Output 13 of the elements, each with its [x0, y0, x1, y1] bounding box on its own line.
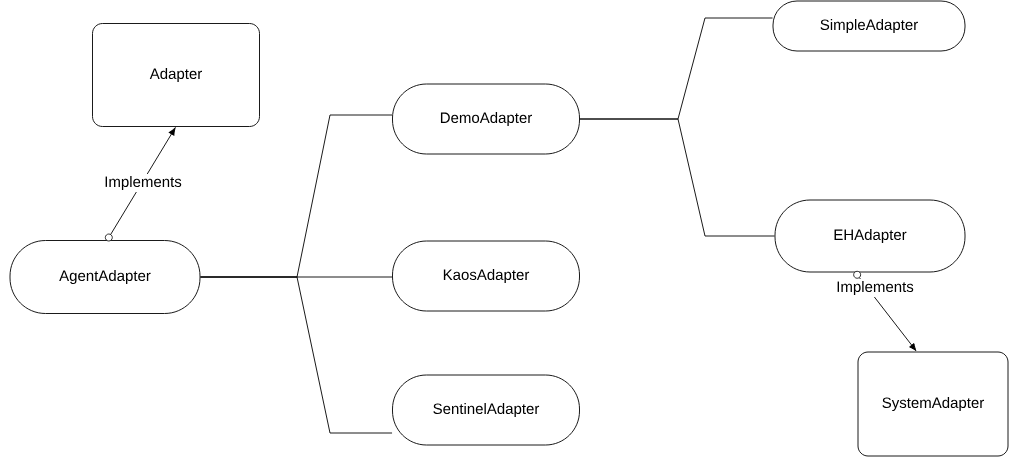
arrow [858, 277, 917, 352]
rounded-box: AgentAdapter [9, 240, 201, 314]
class-box: SystemAdapter [857, 351, 1009, 457]
rounded-box: SimpleAdapter [772, 0, 966, 52]
rounded-box: EHAdapter [774, 199, 966, 273]
rounded-box: KaosAdapter [392, 240, 580, 312]
class-box: Adapter [92, 23, 260, 127]
edge-label: Implements [102, 174, 184, 192]
rounded-box: DemoAdapter [392, 83, 580, 155]
connector-line [579, 118, 775, 237]
connector-line [200, 276, 393, 434]
rounded-box: SentinelAdapter [392, 374, 580, 446]
arrow [110, 127, 176, 235]
